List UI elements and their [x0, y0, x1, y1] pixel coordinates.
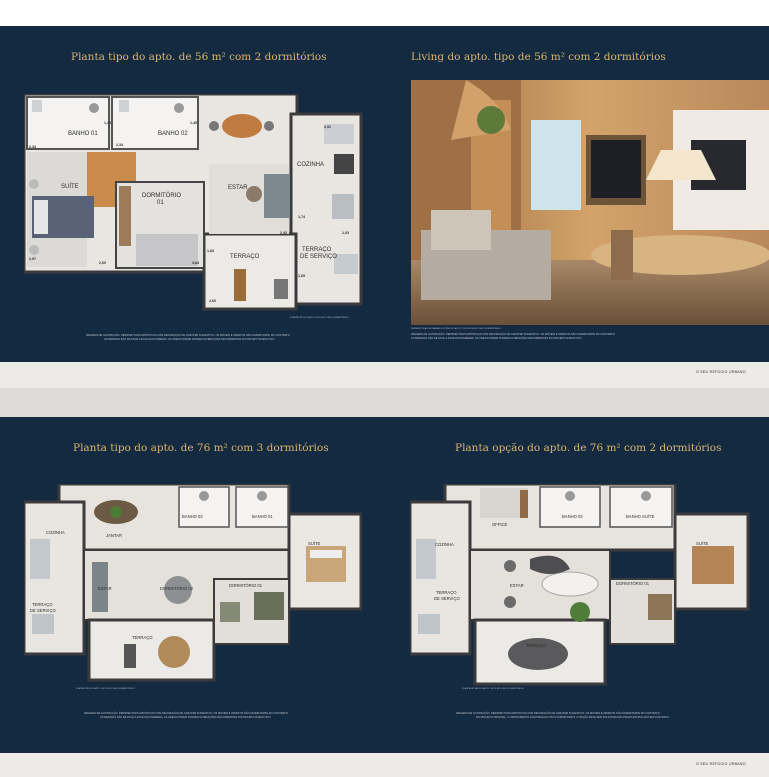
footer-tagline: O SEU REFÚGIO URBANO. [695, 762, 747, 766]
plan-76m2-2dorm-disclaimer-line1: IMAGENS DE ILUSTRAÇÃO. PERSPECTIVAS ARTÍ… [456, 712, 661, 715]
room-terraco-servico-line2: DE SERVIÇO [30, 608, 56, 613]
dimension-label: 2,03 [342, 231, 349, 235]
room-suite: SUÍTE [696, 541, 709, 546]
room-banho02: BANHO 02 [182, 514, 203, 519]
plan-76m2-3dorm-disclaimer-line2: AS MEDIDAS SÃO DE FACE A FACE DAS PAREDE… [100, 716, 272, 719]
room-banho01: BANHO 01 [252, 514, 273, 519]
footer-band [0, 753, 769, 777]
plan-56m2-disclaimer-line2: AS MEDIDAS SÃO DE FACE A FACE DAS PAREDE… [104, 338, 276, 341]
dimension-label: 1,45 [190, 121, 197, 125]
room-banho02: BANHO 02 [158, 131, 188, 137]
room-terraco-servico-line1: TERRAÇO [436, 590, 457, 595]
room-terraco: TERRAÇO [230, 254, 260, 260]
plan-76m2-2dorm-title: Planta opção do apto. de 76 m² com 2 dor… [455, 442, 722, 454]
room-terraco: TERRAÇO [526, 643, 547, 648]
dimension-label: 2,91 [324, 125, 331, 129]
room-terraco-servico-line1: TERRAÇO [32, 602, 53, 607]
room-banho02: BANHO 02 [562, 514, 583, 519]
room-terraco: TERRAÇO [132, 635, 153, 640]
plan-76m2-2dorm-caption: PLANTA OPÇÃO DO APTO. DE 76 M² COM 2 DOR… [462, 688, 524, 690]
dimension-label: 1,74 [298, 215, 305, 219]
photo-caption-line3: AS MEDIDAS SÃO DE FACE A FACE DAS PAREDE… [411, 337, 583, 340]
floor-plan-76m2-3dorm: COZINHA JANTAR BANHO 02 BANHO 01 SUÍTE E… [24, 484, 362, 682]
page-gap [0, 388, 769, 417]
room-suite: SUÍTE [61, 183, 79, 190]
plan-76m2-3dorm-title: Planta tipo do apto. de 76 m² com 3 dorm… [73, 442, 329, 454]
dimension-label: 2,97 [29, 257, 36, 261]
plan-56m2-title: Planta tipo do apto. de 56 m² com 2 dorm… [71, 51, 327, 63]
dimension-label: 2,34 [116, 143, 123, 147]
living-room-rendering [411, 80, 769, 325]
room-estar: ESTAR [98, 586, 112, 591]
dimension-label: 1,69 [298, 274, 305, 278]
room-estar: ESTAR [228, 185, 248, 191]
room-banho01: BANHO 01 [68, 131, 98, 137]
room-dormitorio02: DORMITÓRIO 02 [160, 586, 194, 591]
plan-76m2-3dorm-caption: PLANTA TIPO DO APTO. DE 76 M² COM 3 DORM… [76, 688, 135, 690]
room-estar: ESTAR [510, 583, 524, 588]
floor-plan-56m2: BANHO 01 BANHO 02 SUÍTE DORMITÓRIO 01 ES… [24, 94, 363, 311]
plan-76m2-3dorm-disclaimer-line1: IMAGENS DE ILUSTRAÇÃO. PERSPECTIVAS ARTÍ… [84, 712, 289, 715]
room-dormitorio01: DORMITÓRIO 01 [229, 583, 263, 588]
floor-plan-76m2-2dorm-option: COZINHA OFFICE BANHO 02 BANHO SUÍTE SUÍT… [410, 484, 750, 686]
dimension-label: 2,60 [99, 261, 106, 265]
plan-56m2-disclaimer-line1: IMAGENS DE ILUSTRAÇÃO. PERSPECTIVAS ARTÍ… [86, 334, 291, 337]
dimension-label: 3,84 [192, 261, 199, 265]
photo-caption-line1: PERSPECTIVA ILUSTRADA DO LIVING DO APTO.… [411, 328, 501, 330]
plan-56m2-caption: PLANTA TIPO DO APTO. DE 56 M² COM 2 DORM… [290, 317, 349, 319]
room-jantar: JANTAR [106, 533, 122, 538]
dimension-label: 2,60 [209, 299, 216, 303]
dimension-label: 2,34 [29, 145, 36, 149]
room-dormitorio01-line1: DORMITÓRIO [142, 192, 181, 199]
room-cozinha: COZINHA [46, 530, 65, 535]
room-suite: SUÍTE [308, 541, 321, 546]
dimension-label: 1,45 [104, 121, 111, 125]
room-dormitorio01-line2: 01 [157, 200, 164, 206]
footer-band [0, 362, 769, 388]
room-cozinha: COZINHA [297, 162, 324, 168]
room-dormitorio01: DORMITÓRIO 01 [616, 581, 650, 586]
plan-76m2-2dorm-disclaimer-line2: NO PROJETO ORIGINAL, O APARTAMENTO É ENT… [476, 716, 670, 719]
room-terraco-servico-line2: DE SERVIÇO [300, 254, 337, 260]
room-terraco-servico-line2: DE SERVIÇO [434, 596, 460, 601]
dimension-label: 2,43 [280, 231, 287, 235]
top-margin [0, 0, 769, 26]
room-office: OFFICE [492, 522, 508, 527]
footer-tagline: O SEU REFÚGIO URBANO. [695, 370, 747, 374]
room-terraco-servico-line1: TERRAÇO [302, 247, 332, 253]
photo-caption-line2: IMAGENS DE ILUSTRAÇÃO. PERSPECTIVAS ARTÍ… [411, 333, 616, 336]
room-cozinha: COZINHA [435, 542, 454, 547]
room-banho-suite: BANHO SUÍTE [626, 514, 655, 519]
dimension-label: 1,83 [207, 249, 214, 253]
living-56m2-title: Living do apto. tipo de 56 m² com 2 dorm… [411, 51, 666, 63]
